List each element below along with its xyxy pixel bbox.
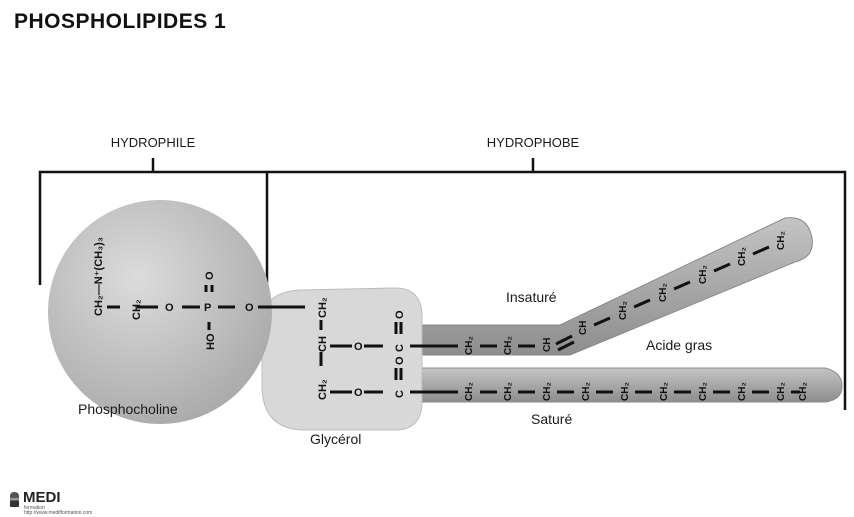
sat-ch2-3: CH₂ — [542, 382, 553, 401]
choline-ch2-b: CH₂ — [131, 299, 143, 320]
sat-ch2-10: CH₂ — [798, 382, 809, 401]
sat-ch2-1: CH₂ — [464, 382, 475, 401]
fatty-acid-label: Acide gras — [646, 337, 712, 353]
sat-ch2-5: CH₂ — [620, 382, 631, 401]
logo-url: http://www.medifformation.com — [24, 510, 93, 516]
medi-logo: MEDI — [10, 490, 61, 507]
page-title: PHOSPHOLIPIDES 1 — [14, 10, 227, 33]
glycerol-ester-o-2: O — [354, 387, 363, 399]
unsat-ch2-1: CH₂ — [464, 336, 475, 355]
unsaturated-label: Insaturé — [506, 289, 557, 305]
phosphate-oxygen-top: O — [204, 271, 216, 280]
sat-ch2-7: CH₂ — [698, 382, 709, 401]
unsaturated-chain-formula: CH₂ CH₂ CH CH CH₂ CH₂ CH₂ CH₂ CH₂ — [464, 231, 787, 355]
phosphocholine-head — [48, 200, 272, 424]
glycerol-ch2-bottom: CH₂ — [317, 379, 329, 400]
unsat-ch2-3: CH₂ — [618, 301, 629, 320]
glycerol-ch: CH — [317, 336, 329, 352]
carbonyl-c-2: C — [394, 390, 406, 398]
glycerol-formula: CH₂ CH CH₂ O O O C O C — [317, 297, 406, 400]
phosphocholine-label: Phosphocholine — [78, 401, 178, 417]
logo-tagline: formation — [24, 505, 45, 511]
glycerol-bonds — [319, 322, 458, 394]
unsaturated-chain-bonds — [480, 334, 575, 352]
unsat-ch2-6: CH₂ — [737, 247, 748, 266]
phosphate-hydroxyl: HO — [205, 333, 217, 350]
unsaturated-chain-links — [593, 245, 770, 327]
logo-name: MEDI — [23, 489, 61, 506]
carbonyl-o-2: O — [394, 356, 406, 365]
carbonyl-o-1: O — [394, 310, 406, 319]
unsat-ch-1: CH — [542, 338, 553, 352]
glycerol-ch2-top: CH₂ — [317, 297, 329, 318]
sat-ch2-9: CH₂ — [776, 382, 787, 401]
sat-ch2-8: CH₂ — [737, 382, 748, 401]
hydrophile-label: HYDROPHILE — [111, 135, 196, 150]
hydrophile-bracket — [38, 158, 269, 305]
unsat-ch-2: CH — [578, 321, 589, 335]
head-formula: CH₂—N⁺(CH₃)₃ CH₂ O P O HO O — [93, 237, 254, 350]
hydrophobe-label: HYDROPHOBE — [487, 135, 580, 150]
phosphorus-atom: P — [204, 302, 211, 314]
logo-subtitle: formation http://www.medifformation.com — [24, 506, 92, 516]
sat-ch2-4: CH₂ — [581, 382, 592, 401]
unsaturated-tail — [419, 217, 813, 356]
unsat-ch2-5: CH₂ — [698, 265, 709, 284]
unsat-ch2-4: CH₂ — [658, 283, 669, 302]
saturated-label: Saturé — [531, 411, 572, 427]
unsat-ch2-7: CH₂ — [776, 231, 787, 250]
choline-group: CH₂—N⁺(CH₃)₃ — [93, 237, 105, 316]
hydrophobe-bracket — [267, 158, 847, 410]
head-bonds — [107, 285, 323, 330]
saturated-chain-formula: CH₂ CH₂ CH₂ CH₂ CH₂ CH₂ CH₂ CH₂ CH₂ CH₂ — [464, 382, 809, 401]
glycerol-label: Glycérol — [310, 431, 361, 447]
glycerol-ester-o-1: O — [354, 341, 363, 353]
logo-icon — [10, 492, 19, 507]
carbonyl-c-1: C — [394, 344, 406, 352]
unsat-ch2-2: CH₂ — [503, 336, 514, 355]
ester-oxygen-1: O — [165, 302, 174, 314]
sat-ch2-6: CH₂ — [659, 382, 670, 401]
ester-oxygen-2: O — [245, 302, 254, 314]
sat-ch2-2: CH₂ — [503, 382, 514, 401]
